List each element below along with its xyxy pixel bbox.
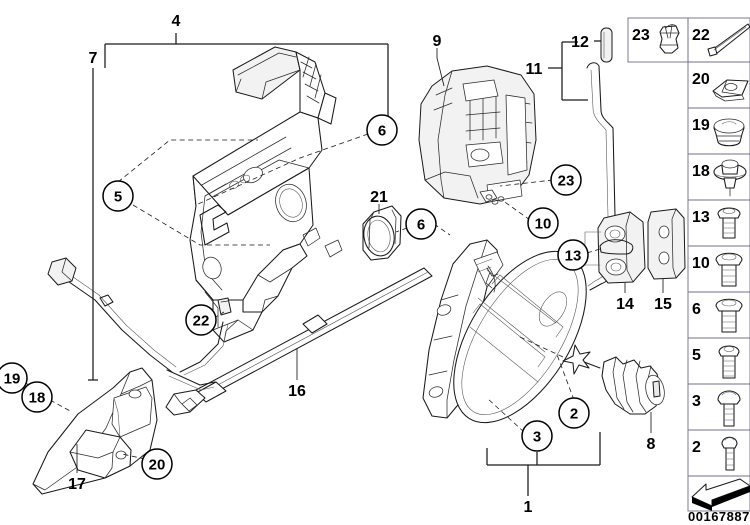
callout-22-main[interactable]: 22 (185, 304, 217, 336)
callout-3[interactable]: 3 (521, 420, 553, 452)
leader-lines (24, 33, 664, 496)
callout-label: 11 (526, 61, 543, 78)
legend-cell-3[interactable]: 3 (687, 383, 750, 431)
legend-number: 22 (692, 27, 710, 44)
callout-label: 5 (114, 189, 122, 206)
legend-number: 19 (692, 117, 710, 134)
spring-nut-clip-icon (712, 79, 749, 102)
part-lock-cylinder (519, 336, 665, 415)
part-rod-sleeve (600, 27, 613, 63)
callout-label: 20 (149, 457, 166, 474)
part-inner-handle-trim (32, 367, 158, 495)
callout-label: 19 (4, 371, 21, 388)
part-latch-and-striker (584, 208, 686, 284)
callout-label: 13 (565, 248, 582, 265)
expanding-rivet-icon (659, 24, 680, 54)
legend-cell-6[interactable]: 6 (687, 291, 750, 339)
diagram-id-number: 00167887 (688, 509, 750, 524)
callout-label: 1 (524, 499, 533, 516)
direction-arrow-icon (691, 478, 750, 511)
legend-cell-direction (687, 475, 750, 512)
callout-1: 1 (524, 499, 533, 516)
part-cable-and-tie (47, 257, 232, 391)
blind-plug-cap-icon (713, 118, 745, 147)
part-handle-gasket (362, 205, 402, 261)
callout-20-main[interactable]: 20 (141, 448, 173, 480)
callout-label: 12 (571, 34, 589, 51)
callout-label: 15 (654, 296, 672, 313)
legend-cell-10[interactable]: 10 (687, 245, 750, 293)
legend-number: 18 (692, 163, 710, 180)
callout-18-main[interactable]: 18 (21, 381, 53, 413)
legend-number: 5 (692, 347, 701, 364)
callout-label: 4 (172, 13, 181, 30)
legend-number: 3 (692, 393, 701, 410)
callout-6-lower[interactable]: 6 (405, 208, 437, 240)
legend-number: 2 (692, 439, 701, 456)
callout-label: 22 (193, 313, 210, 330)
round-head-bolt-icon (717, 390, 741, 427)
legend-number: 20 (692, 71, 710, 88)
callout-label: 10 (535, 216, 552, 233)
round-head-bolt-icon (721, 436, 738, 471)
callout-label: 6 (378, 123, 386, 140)
callout-14: 14 (616, 296, 634, 313)
callout-label: 8 (647, 436, 656, 453)
legend-cell-18[interactable]: 18 (687, 153, 750, 201)
legend-cell-2[interactable]: 2 (687, 429, 750, 477)
callout-label: 3 (533, 429, 541, 446)
torx-screw-icon (718, 345, 740, 379)
callout-label: 16 (288, 383, 306, 400)
callout-8: 8 (647, 436, 656, 453)
part-bowden-cable (165, 267, 433, 416)
legend-number: 10 (692, 255, 710, 272)
callout-19-main[interactable]: 19 (0, 362, 28, 394)
legend-number: 23 (632, 27, 650, 44)
callout-5[interactable]: 5 (102, 180, 134, 212)
legend-cell-22[interactable]: 22 (687, 17, 750, 63)
push-in-rivet-icon (713, 159, 747, 197)
callout-label: 17 (68, 476, 86, 493)
callout-4: 4 (172, 13, 181, 30)
legend-cell-13[interactable]: 13 (687, 199, 750, 247)
legend-cell-20[interactable]: 20 (687, 61, 750, 109)
callout-label: 21 (370, 189, 388, 206)
callout-label: 2 (570, 406, 578, 423)
callout-label: 9 (433, 33, 442, 50)
callout-11: 11 (526, 61, 543, 78)
callout-label: 18 (29, 390, 46, 407)
pan-head-screw-icon (715, 298, 743, 333)
callout-13-main[interactable]: 13 (557, 239, 589, 271)
callout-12: 12 (571, 34, 589, 51)
callout-7: 7 (89, 50, 98, 67)
callout-21: 21 (370, 189, 388, 206)
callout-label: 14 (616, 296, 634, 313)
callout-17: 17 (68, 476, 86, 493)
callout-6-upper[interactable]: 6 (366, 114, 398, 146)
legend-number: 13 (692, 209, 710, 226)
callout-2[interactable]: 2 (558, 397, 590, 429)
callout-10[interactable]: 10 (527, 207, 559, 239)
pan-head-screw-icon (717, 207, 741, 239)
legend-cell-23[interactable]: 23 (627, 17, 689, 63)
legend-cell-5[interactable]: 5 (687, 337, 750, 385)
part-door-lock-module (418, 65, 537, 205)
callout-23-main[interactable]: 23 (550, 164, 582, 196)
callout-16: 16 (288, 383, 306, 400)
pan-head-screw-icon (715, 252, 743, 287)
legend-number: 6 (692, 301, 701, 318)
cable-tie-icon (707, 23, 750, 57)
callout-label: 6 (417, 217, 425, 234)
legend-cell-19[interactable]: 19 (687, 107, 750, 155)
callout-label: 7 (89, 50, 98, 67)
callout-15: 15 (654, 296, 672, 313)
callout-9: 9 (433, 33, 442, 50)
callout-label: 23 (558, 173, 575, 190)
